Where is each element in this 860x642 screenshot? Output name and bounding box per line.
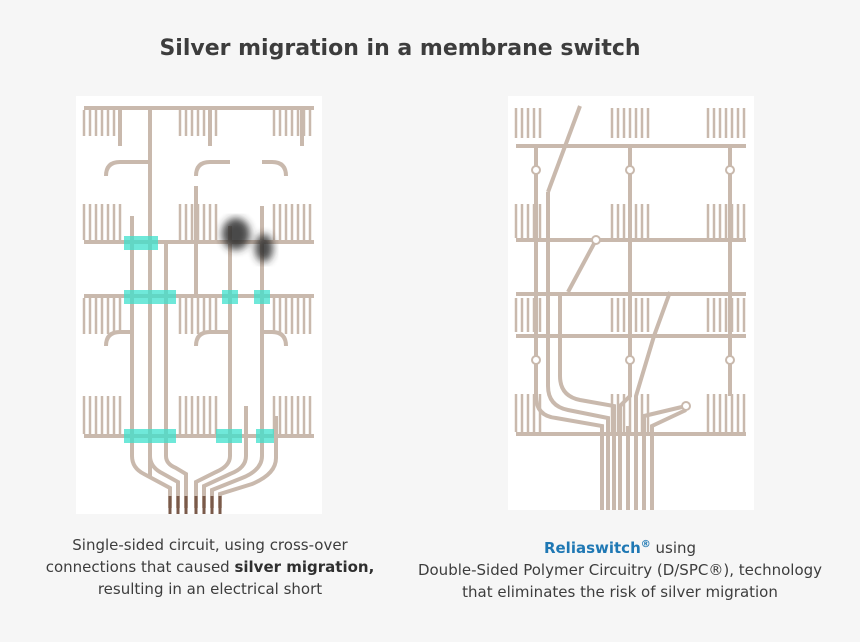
left-caption-line3: resulting in an electrical short [97, 580, 323, 598]
silver-migration-emphasis: silver migration, [234, 558, 375, 576]
right-caption-line1-rest: using [650, 539, 697, 557]
right-caption-line1: Reliaswitch® using [405, 534, 835, 559]
right-caption-line3: that eliminates the risk of silver migra… [462, 583, 778, 601]
double-sided-circuit-image [508, 96, 754, 510]
left-caption-line2: connections that caused silver migration… [10, 556, 410, 578]
left-caption-line2-text: connections that caused [45, 558, 235, 576]
right-caption-line2: Double-Sided Polymer Circuitry (D/SPC®),… [417, 561, 823, 579]
brand-name: Reliaswitch [543, 539, 641, 557]
page-title: Silver migration in a membrane switch [159, 36, 641, 61]
right-caption: Reliaswitch® using Double-Sided Polymer … [405, 534, 835, 603]
left-caption: Single-sided circuit, using cross-over c… [10, 534, 410, 600]
single-sided-circuit-image [76, 96, 322, 514]
brand-registered-mark: ® [640, 539, 651, 550]
left-caption-line1: Single-sided circuit, using cross-over [72, 536, 348, 554]
